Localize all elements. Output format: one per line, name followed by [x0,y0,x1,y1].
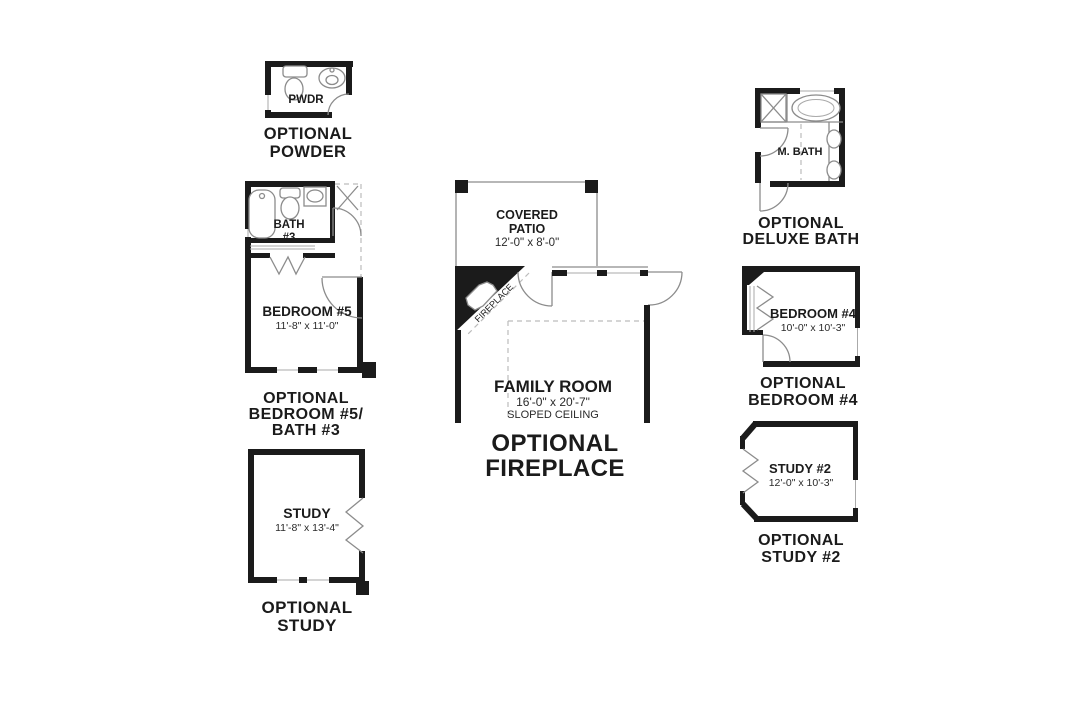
corner-post [356,581,369,595]
powder-walls [265,61,353,118]
bed4-caption-line1: OPTIONAL [760,375,846,392]
bedroom5-dims: 11'-8" x 11'-0" [275,320,338,332]
door-swing [762,334,791,363]
bedroom4-label: BEDROOM #4 [770,306,857,321]
study2-dims: 12'-0" x 10'-3" [769,477,834,489]
angled-corner [742,266,764,285]
study-label: STUDY [283,505,331,521]
study-walls [248,449,369,595]
toilet [279,187,301,220]
bath3-label-line2: #3 [283,232,296,244]
bed5-caption-line2: BEDROOM #5/ [249,406,364,423]
optional-bedroom5-bath3-plan: BATH #3 BEDROOM #5 11'-8" x 11'-0" OPTIO… [245,181,376,439]
door-swing [327,93,350,116]
study-dims: 11'-8" x 13'-4" [275,522,339,534]
patio-post [455,180,468,193]
fireplace-caption-line1: OPTIONAL [491,430,618,457]
powder-caption-line2: POWDER [270,143,347,161]
angled-corner [740,421,759,440]
powder-room-label: PWDR [288,94,324,106]
patio-post [585,180,598,193]
patio-door-swing [517,271,553,307]
closet-shelf [250,245,315,250]
firebox [465,281,498,311]
bed5-caption-line3: BATH #3 [272,422,340,439]
fireplace-caption-line2: FIREPLACE [485,455,625,482]
study-caption-line1: OPTIONAL [261,598,352,617]
family-room-dims: 16'-0" x 20'-7" [516,395,590,409]
toilet [282,65,308,101]
family-room-walls [455,266,683,423]
bathtub [248,189,276,239]
deluxe-caption-line1: OPTIONAL [758,215,844,232]
sink [303,186,327,207]
french-doors [741,448,760,494]
hearth-dashed [465,272,530,337]
mbath-label: M. BATH [777,146,822,158]
french-doors [344,497,365,554]
powder-caption-line1: OPTIONAL [264,125,352,143]
hall-closet-doors [336,185,359,211]
bath-door-swing [332,207,362,237]
bed4-caption-line2: BEDROOM #4 [748,392,858,409]
bifold-closet-doors [269,255,306,276]
bedroom5-label: BEDROOM #5 [262,304,352,319]
patio-label-line2: PATIO [509,222,546,236]
optional-study-plan: STUDY 11'-8" x 13'-4" OPTIONAL STUDY [248,449,369,635]
entry-door-swing [759,182,789,212]
side-door-swing [647,271,683,306]
family-room-label: FAMILY ROOM [494,377,612,396]
sink [318,67,346,89]
bifold-closet-doors [755,285,775,331]
bed5-caption-line1: OPTIONAL [263,390,349,407]
optional-powder-plan: PWDR OPTIONAL POWDER [264,61,353,161]
optional-study2-plan: STUDY #2 12'-0" x 10'-3" OPTIONAL STUDY … [740,421,858,566]
sink [826,160,842,180]
study2-label: STUDY #2 [769,461,831,476]
bedroom-door-swing [321,276,363,319]
optional-fireplace-plan: COVERED PATIO 12'-0" x 8'-0" FIREPLACE [455,180,683,482]
sink [826,129,842,149]
study2-caption-line1: OPTIONAL [758,532,844,549]
door-swing [759,127,789,157]
corner-post [362,362,376,378]
mbath-walls [755,88,845,187]
closet [749,285,775,332]
optional-bedroom4-plan: BEDROOM #4 10'-0" x 10'-3" OPTIONAL BEDR… [742,266,860,409]
patio-dims: 12'-0" x 8'-0" [495,237,559,249]
bed4-walls [742,266,860,367]
family-room-note: SLOPED CEILING [507,409,599,421]
optional-deluxe-bath-plan: M. BATH OPTIONAL DELUXE BATH [743,88,860,248]
deluxe-caption-line2: DELUXE BATH [743,231,860,248]
study2-caption-line2: STUDY #2 [761,549,840,566]
study2-walls [740,421,858,522]
garden-tub [791,94,841,122]
patio-label-line1: COVERED [496,208,558,222]
covered-patio [455,180,598,266]
study-caption-line2: STUDY [277,616,337,635]
bedroom4-dims: 10'-0" x 10'-3" [781,322,846,334]
bath3-label-line1: BATH [273,219,304,231]
shower [760,93,787,123]
